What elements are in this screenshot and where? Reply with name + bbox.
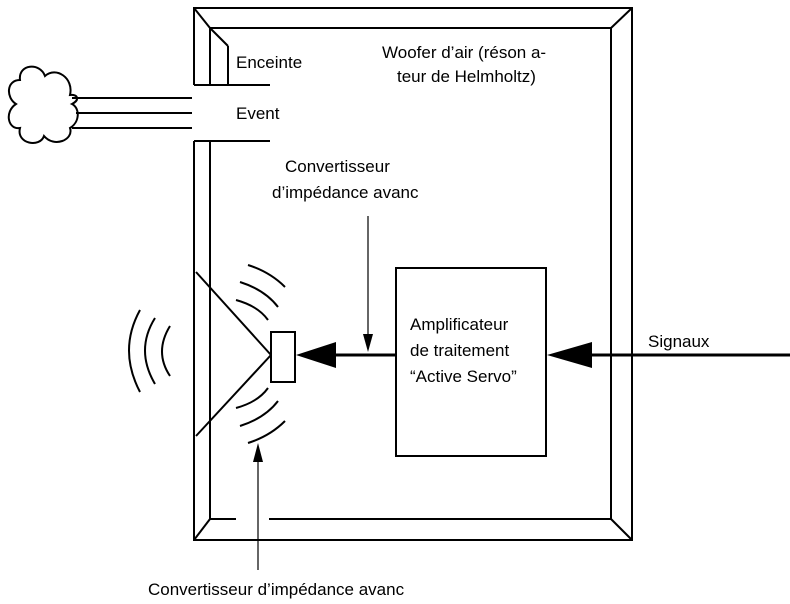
enclosure-inner-wall-top — [209, 27, 612, 520]
sound-waves-inside-upper — [235, 264, 286, 321]
speaker-cone-upper — [195, 271, 272, 356]
label-signaux: Signaux — [648, 332, 710, 351]
label-woofer-line2: teur de Helmholtz) — [397, 67, 536, 86]
bevel-tl-inner — [209, 27, 229, 47]
amp-to-coil-arrowhead — [296, 342, 336, 368]
wave-in-up-1 — [247, 264, 286, 288]
sound-waves-inside-lower — [235, 387, 286, 444]
converter-top-pointer — [363, 216, 373, 352]
label-amp-line3: “Active Servo” — [410, 367, 517, 386]
converter-bottom-pointer — [253, 443, 263, 570]
wave-in-up-2 — [239, 281, 279, 308]
wave-out-1 — [128, 309, 141, 393]
amplifier-box — [395, 267, 547, 457]
label-converter-bottom: Convertisseur d’impédance avanc — [148, 580, 405, 599]
signal-arrowhead — [547, 342, 592, 368]
sound-waves-outside — [128, 309, 171, 393]
enclosure — [193, 7, 633, 541]
speaker — [195, 271, 296, 437]
speaker-cone-lower — [195, 354, 272, 437]
bevel-top-left — [193, 7, 211, 29]
enclosure-inner-wall-left — [209, 141, 236, 520]
wave-in-lo-2 — [239, 400, 279, 427]
label-enceinte: Enceinte — [236, 53, 302, 72]
air-puff-cloud-icon — [7, 65, 79, 144]
signal-arrow — [547, 342, 790, 368]
label-event: Event — [236, 104, 280, 123]
label-amp-line2: de traitement — [410, 341, 509, 360]
wave-in-lo-1 — [235, 387, 269, 409]
bevel-bottom-right — [610, 518, 633, 541]
label-converter-top-line2: d’impédance avanc — [272, 183, 419, 202]
vent — [72, 84, 270, 142]
wave-in-up-3 — [235, 299, 269, 321]
label-amp-line1: Amplificateur — [410, 315, 509, 334]
wave-in-lo-3 — [247, 420, 286, 444]
label-converter-top-line1: Convertisseur — [285, 157, 390, 176]
amp-to-coil-arrow — [296, 342, 396, 368]
speaker-voice-coil — [270, 331, 296, 383]
wave-out-2 — [144, 317, 156, 385]
wave-out-3 — [161, 325, 171, 377]
bevel-top-right — [610, 7, 633, 29]
bevel-bottom-left — [193, 518, 211, 541]
enclosure-outer-wall — [193, 7, 633, 541]
label-woofer-line1: Woofer d’air (réson a- — [382, 43, 546, 62]
